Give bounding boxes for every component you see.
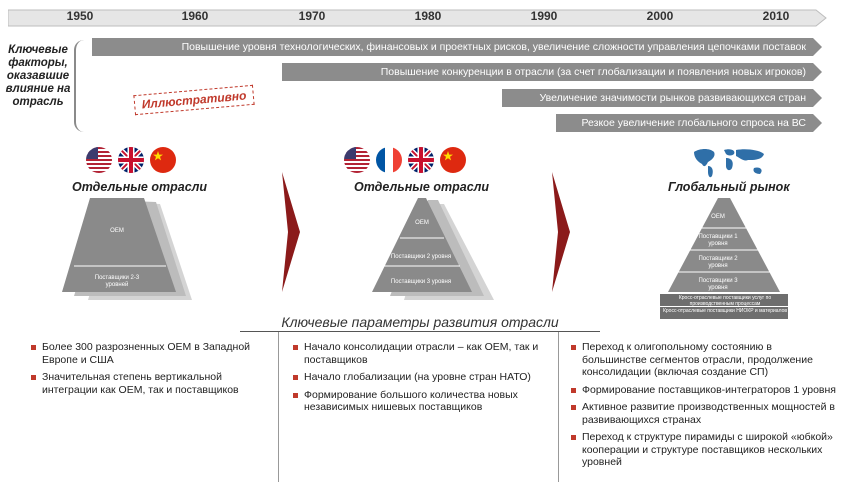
list-item: Активное развитие производственных мощно…	[570, 401, 836, 426]
pyramid-level3-label: Поставщики 3 уровня	[390, 279, 452, 285]
stage1-pyramid	[62, 198, 192, 300]
key-params-title: Ключевые параметры развития отрасли	[281, 314, 559, 330]
factor-bar-1: Повышение уровня технологических, финанс…	[92, 38, 822, 56]
list-item: Начало глобализации (на уровне стран НАТ…	[292, 371, 552, 384]
stage2-params-list: Начало консолидации отрасли – как OEM, т…	[292, 341, 552, 419]
pyramid-level2-label: Поставщики 2 уровня	[390, 254, 452, 260]
pyramid-oem-label: OEM	[711, 214, 725, 220]
factor-bar-4: Резкое увеличение глобального спроса на …	[556, 114, 822, 132]
pyramid-oem-label: OEM	[110, 228, 124, 234]
stage3-pyramid	[660, 198, 788, 319]
year-label: 1960	[181, 9, 209, 23]
stage-title-3: Глобальный рынок	[668, 180, 790, 194]
year-label: 1980	[414, 9, 442, 23]
stage-separator-arrow	[552, 172, 570, 292]
world-map-icon	[694, 149, 764, 178]
year-label: 1990	[530, 9, 558, 23]
cn-flag-icon	[150, 147, 176, 173]
timeline-arrow	[8, 9, 827, 27]
uk-flag-icon	[118, 147, 144, 173]
factor-bar-2: Повышение конкуренции в отрасли (за счет…	[282, 63, 822, 81]
list-item: Формирование поставщиков-интеграторов 1 …	[570, 384, 836, 397]
pyramid-base1-label: Кросс-отраслевые поставщики услуг по про…	[678, 295, 772, 307]
stage-title-2: Отдельные отрасли	[354, 180, 490, 194]
stage-separator-arrow	[282, 172, 300, 292]
stage-title-1: Отдельные отрасли	[72, 180, 208, 194]
list-item: Более 300 разрозненных OEM в Западной Ев…	[30, 341, 270, 366]
list-item: Формирование большого количества новых н…	[292, 389, 552, 414]
list-item: Начало консолидации отрасли – как OEM, т…	[292, 341, 552, 366]
pyramid-oem-label: OEM	[415, 220, 429, 226]
factor-bar-3: Увеличение значимости рынков развивающих…	[502, 89, 822, 107]
column-divider	[278, 332, 279, 482]
pyramid-base2-label: Кросс-отраслевые поставщики НИОКР и мате…	[662, 308, 788, 314]
year-label: 1970	[298, 9, 326, 23]
factors-bracket	[74, 40, 90, 132]
pyramid-level2-label: Поставщики 2 уровня	[698, 256, 738, 269]
key-params-underline	[240, 331, 600, 332]
stage1-params-list: Более 300 разрозненных OEM в Западной Ев…	[30, 341, 270, 401]
pyramid-level3-label: Поставщики 3 уровня	[698, 278, 738, 291]
year-label: 2010	[762, 9, 790, 23]
list-item: Переход к структуре пирамиды с широкой «…	[570, 431, 836, 469]
uk-flag-icon	[408, 147, 434, 173]
factors-label: Ключевые факторы, оказавшие влияние на о…	[5, 44, 71, 108]
illustrative-stamp: Иллюстративно	[133, 84, 255, 116]
year-label: 2000	[646, 9, 674, 23]
stage3-params-list: Переход к олигопольному состоянию в боль…	[570, 341, 836, 474]
timeline: 1950 1960 1970 1980 1990 2000 2010	[8, 6, 828, 27]
pyramid-suppliers-label: Поставщики 2-3 уровней	[94, 275, 140, 288]
fr-flag-icon	[376, 147, 402, 173]
year-label: 1950	[66, 9, 94, 23]
column-divider	[558, 332, 559, 482]
stage2-pyramid	[372, 198, 494, 300]
us-flag-icon	[344, 147, 370, 173]
pyramid-level1-label: Поставщики 1 уровня	[698, 234, 738, 247]
us-flag-icon	[86, 147, 112, 173]
cn-flag-icon	[440, 147, 466, 173]
list-item: Значительная степень вертикальной интегр…	[30, 371, 270, 396]
list-item: Переход к олигопольному состоянию в боль…	[570, 341, 836, 379]
